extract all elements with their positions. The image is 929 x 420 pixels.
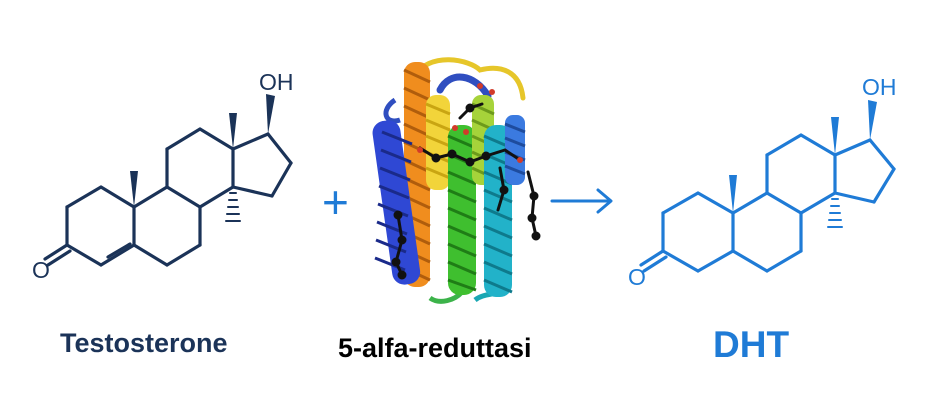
dht-label: DHT bbox=[713, 324, 790, 365]
ligand-sticks bbox=[391, 102, 541, 280]
testosterone-ketone-oxygen: O bbox=[32, 257, 50, 283]
green-helix bbox=[447, 125, 477, 295]
reaction-arrow bbox=[550, 188, 613, 214]
ligand-atoms-red bbox=[417, 83, 523, 163]
testosterone-structure: O OH bbox=[32, 69, 294, 283]
testosterone-hydroxyl-label: OH bbox=[259, 69, 294, 95]
testosterone-label: Testosterone bbox=[60, 328, 228, 358]
yellow-helix bbox=[425, 95, 451, 190]
protein-ribbon-icon bbox=[372, 57, 541, 304]
dht-structure: O OH bbox=[628, 74, 897, 290]
light-blue-helix bbox=[504, 115, 526, 185]
blue-helix bbox=[372, 120, 421, 285]
dht-ketone-oxygen: O bbox=[628, 264, 646, 290]
plus-operator: + bbox=[322, 176, 349, 228]
enzyme-label: 5-alfa-reduttasi bbox=[338, 333, 532, 363]
dht-hydroxyl-label: OH bbox=[862, 74, 897, 100]
